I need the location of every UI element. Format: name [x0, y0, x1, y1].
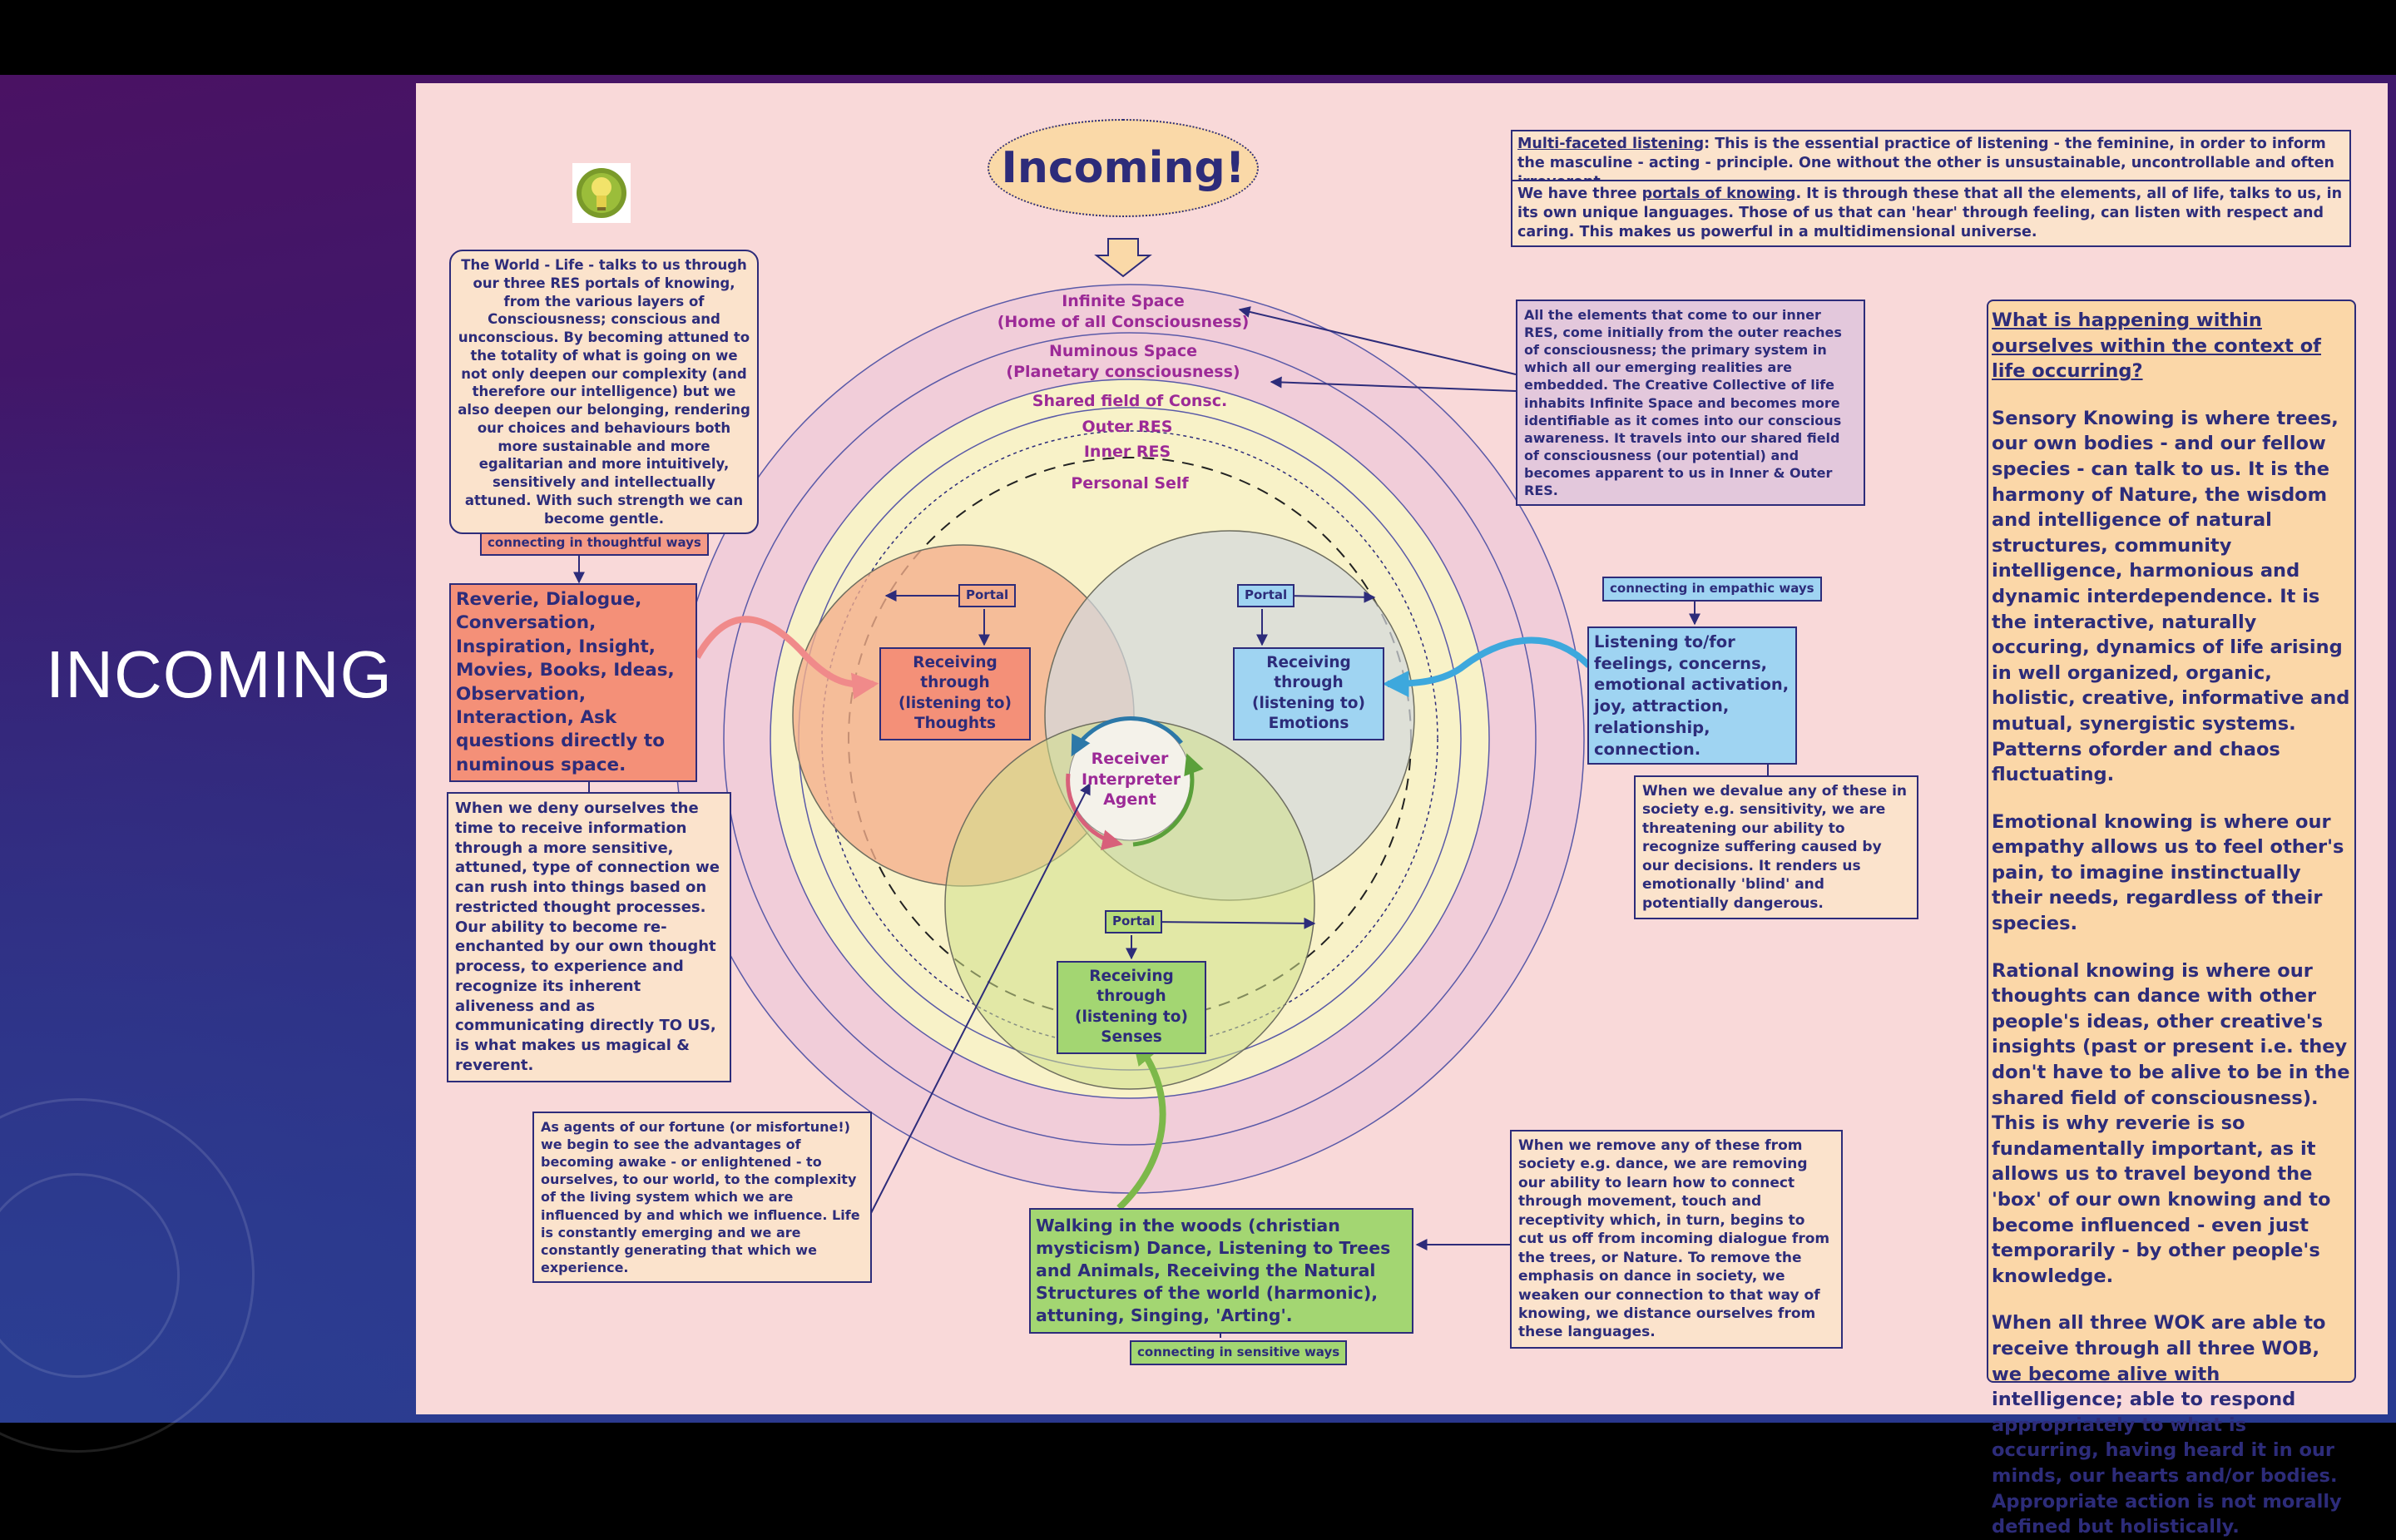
connector [1154, 917, 1316, 929]
tag-thoughtful: connecting in thoughtful ways [480, 531, 709, 556]
label-text: Infinite Space [1062, 292, 1185, 310]
practices-thought: Reverie, Dialogue, Conversation, Inspira… [449, 583, 697, 782]
portals-pre: We have three [1517, 186, 1642, 202]
side-emotional: Emotional knowing is where our empathy a… [1992, 810, 2344, 935]
portal-emotions: Portal [1237, 584, 1295, 607]
label-text: (Planetary consciousness) [1006, 362, 1240, 381]
connector [1285, 591, 1376, 603]
label-shared-field: Shared field of Consc. [1032, 392, 1228, 410]
label-inner-res: Inner RES [1083, 443, 1171, 461]
portal-thoughts: Portal [958, 584, 1017, 607]
receiving-thoughts: Receiving through (listening to) Thought… [879, 647, 1031, 740]
side-panel: What is happening within ourselves withi… [1987, 300, 2356, 1538]
note-remove: When we remove any of these from society… [1510, 1130, 1843, 1349]
connector [1238, 306, 1517, 375]
receiver-arrow-blue [1071, 716, 1183, 757]
note-portals: We have three portals of knowing. It is … [1511, 180, 2351, 248]
label-personal-self: Personal Self [1071, 474, 1189, 493]
tag-empathic: connecting in empathic ways [1602, 577, 1822, 602]
portals-link: portals of knowing [1641, 186, 1796, 202]
note-deny-time: When we deny ourselves the time to recei… [447, 792, 731, 1082]
receiving-senses: Receiving through (listening to) Senses [1057, 961, 1206, 1054]
label-text: (Home of all Consciousness) [997, 312, 1250, 331]
portal-senses: Portal [1105, 910, 1163, 933]
listening-text: : This is the essential practice of list… [1517, 136, 2334, 191]
tag-sensitive: connecting in sensitive ways [1130, 1340, 1348, 1365]
note-world-life: The World - Life - talks to us through o… [449, 250, 759, 535]
down-arrow-icon [1094, 238, 1152, 278]
portals-text: . It is through these that all the eleme… [1517, 186, 2343, 241]
slide-title: INCOMING [46, 637, 393, 711]
label-numinous-space: Numinous Space (Planetary consciousness) [1006, 341, 1240, 382]
label-infinite-space: Infinite Space (Home of all Consciousnes… [998, 291, 1250, 332]
side-sensory: Sensory Knowing is where trees, our own … [1992, 407, 2350, 786]
note-agents: As agents of our fortune (or misfortune!… [532, 1112, 872, 1283]
receiver-label: Receiver Interpreter Agent [1082, 750, 1181, 810]
diagram-title: Incoming! [988, 119, 1259, 217]
receiver-arrow-green [1132, 753, 1204, 847]
label-outer-res: Outer RES [1082, 418, 1173, 436]
practices-emotion: Listening to/for feelings, concerns, emo… [1587, 626, 1797, 765]
receiving-emotions: Receiving through (listening to) Emotion… [1233, 647, 1384, 740]
connector [869, 782, 1091, 1217]
connector [1270, 376, 1517, 392]
note-devalue: When we devalue any of these in society … [1634, 775, 1918, 920]
emotion-input-arrow [1382, 636, 1592, 697]
label-text: Numinous Space [1048, 342, 1198, 360]
receiver-arrow-pink [1066, 773, 1123, 850]
practices-senses: Walking in the woods (christian mysticis… [1029, 1208, 1413, 1335]
side-heading: What is happening within ourselves withi… [1992, 309, 2321, 383]
side-wok: When all three WOK are able to receive t… [1992, 1312, 2342, 1538]
note-elements: All the elements that come to our inner … [1516, 300, 1865, 507]
senses-input-arrow [1116, 1037, 1166, 1211]
side-rational: Rational knowing is where our thoughts c… [1992, 959, 2350, 1287]
listening-heading: Multi-faceted listening [1517, 136, 1705, 152]
decorative-ring [0, 1173, 180, 1378]
thought-input-arrow [694, 616, 879, 700]
lightbulb-icon [572, 163, 631, 223]
